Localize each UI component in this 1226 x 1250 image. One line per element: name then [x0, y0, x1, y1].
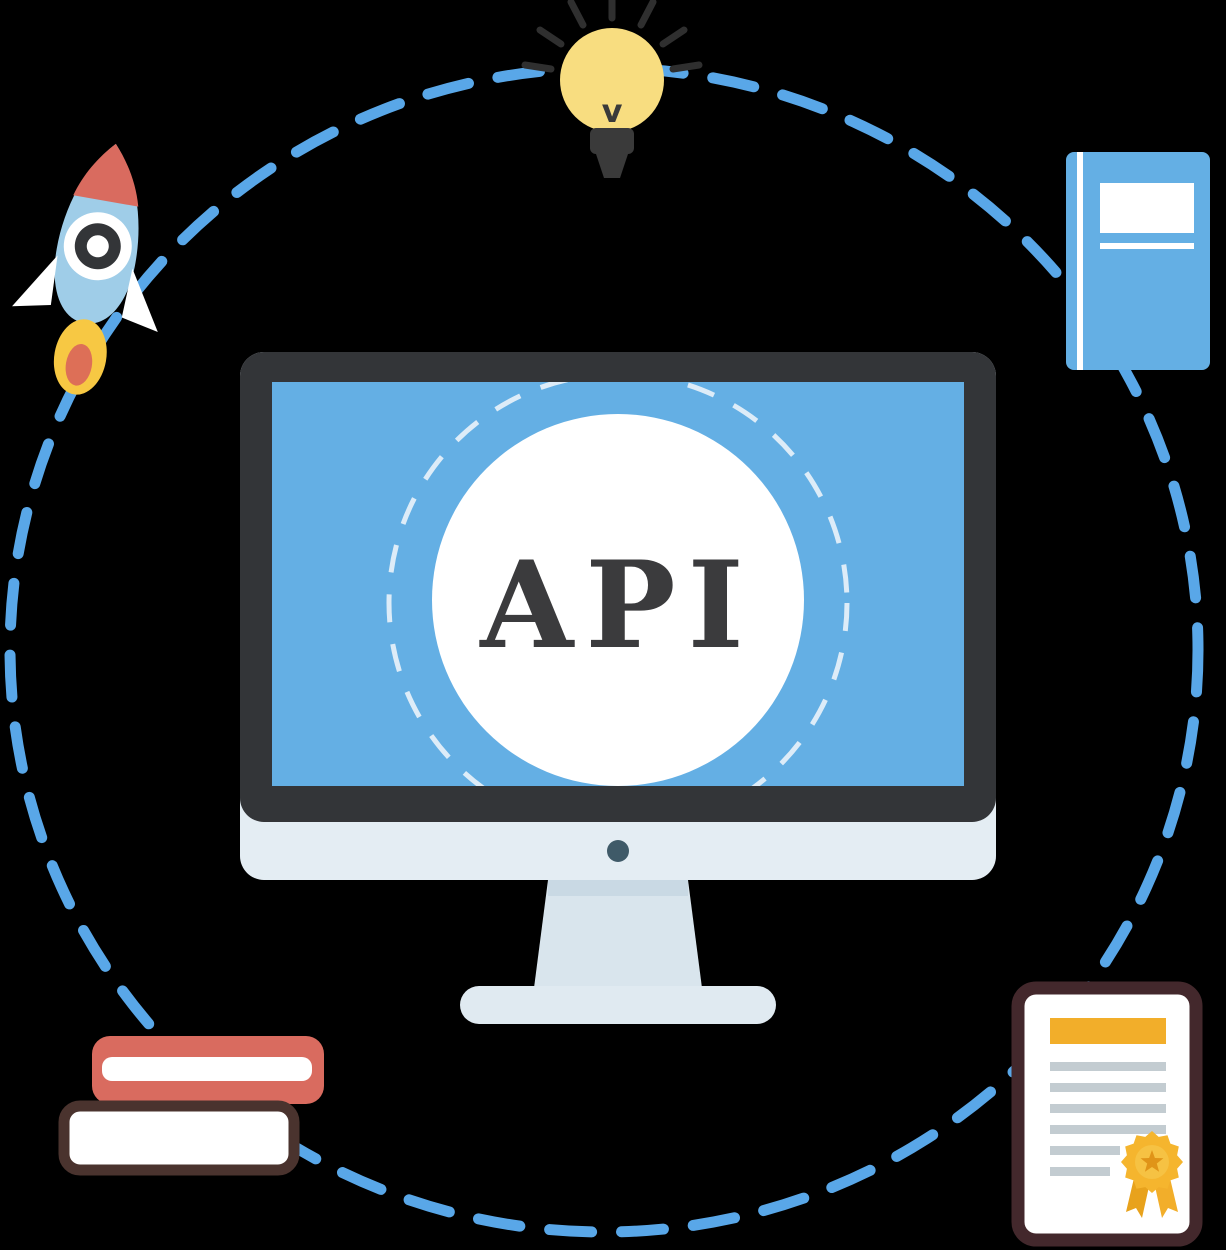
ribbon-tail-left	[1126, 1178, 1150, 1218]
book-spine-line	[1077, 152, 1083, 370]
monitor-icon: API	[240, 352, 996, 1024]
rocket-flame-icon	[53, 319, 107, 395]
award-ribbon-icon	[1121, 1131, 1183, 1218]
certificate-icon	[1011, 981, 1203, 1247]
screen-dashed-ring	[386, 382, 850, 786]
rocket-fin-right	[121, 268, 158, 332]
api-label: API	[479, 535, 755, 676]
monitor-stand-neck-shadow	[548, 880, 688, 896]
book-label-underline	[1100, 243, 1194, 249]
monitor-stand-neck	[534, 880, 702, 988]
camera-dot	[607, 840, 629, 862]
bottom-book	[58, 1100, 300, 1176]
bulb-mark: v	[602, 92, 623, 130]
bulb-rays	[521, 0, 703, 73]
monitor-stand-base	[460, 986, 776, 1024]
bulb-base	[590, 128, 634, 154]
top-book	[92, 1036, 324, 1104]
rocket-icon	[12, 143, 158, 395]
screen-white-circle	[432, 414, 804, 786]
book-icon	[1066, 152, 1210, 370]
lightbulb-icon: v	[521, 0, 703, 178]
rosette-star	[1140, 1150, 1164, 1172]
ribbon-tail-right	[1154, 1178, 1178, 1218]
bulb-glass	[560, 28, 664, 132]
certificate-header-bar	[1050, 1018, 1166, 1044]
top-book-pages	[102, 1057, 312, 1081]
bulb-tip	[596, 154, 628, 178]
books-stack-icon	[58, 1036, 324, 1176]
certificate-text-lines	[1050, 1062, 1166, 1176]
book-label	[1100, 183, 1194, 233]
rocket-nose-cone	[73, 143, 139, 207]
rocket-window	[63, 212, 132, 281]
rocket-fin-left	[12, 255, 58, 307]
